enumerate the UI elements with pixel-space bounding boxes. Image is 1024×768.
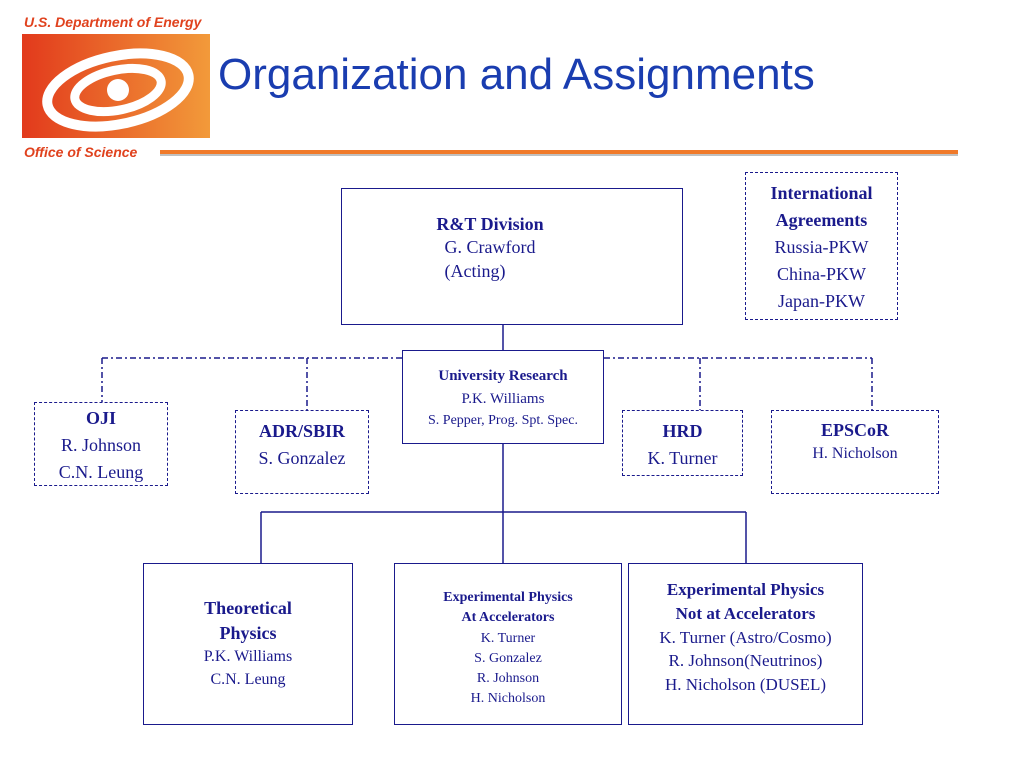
adr-sbir-box: ADR/SBIR S. Gonzalez bbox=[235, 410, 369, 494]
theoretical-physics-box: Theoretical Physics P.K. Williams C.N. L… bbox=[143, 563, 353, 725]
header-rule bbox=[160, 150, 958, 156]
international-line-1: Russia-PKW bbox=[774, 237, 869, 257]
university-head: P.K. Williams bbox=[461, 390, 545, 407]
oji-box: OJI R. Johnson C.N. Leung bbox=[34, 402, 168, 486]
adr-line-1: S. Gonzalez bbox=[258, 448, 346, 468]
theoretical-line-1: P.K. Williams bbox=[203, 648, 293, 666]
epscor-title: EPSCoR bbox=[820, 420, 889, 440]
oji-line-2: C.N. Leung bbox=[58, 462, 144, 482]
exp-acc-line-1: K. Turner bbox=[480, 630, 536, 646]
exp-nonacc-line-3: H. Nicholson (DUSEL) bbox=[664, 675, 826, 695]
theoretical-line-2: C.N. Leung bbox=[210, 670, 286, 688]
oji-title: OJI bbox=[85, 408, 116, 428]
exp-acc-line-3: R. Johnson bbox=[476, 671, 540, 687]
university-staff: S. Pepper, Prog. Spt. Spec. bbox=[428, 413, 578, 428]
rt-division-note: (Acting) bbox=[444, 260, 506, 281]
exp-physics-non-accelerators-box: Experimental Physics Not at Accelerators… bbox=[628, 563, 863, 725]
rt-division-box: R&T Division G. Crawford (Acting) bbox=[341, 188, 683, 325]
office-name: Office of Science bbox=[24, 144, 138, 160]
theoretical-title-1: Theoretical bbox=[204, 598, 292, 618]
theoretical-title-2: Physics bbox=[219, 623, 277, 644]
hrd-box: HRD K. Turner bbox=[622, 410, 743, 476]
exp-physics-accelerators-box: Experimental Physics At Accelerators K. … bbox=[394, 563, 622, 725]
agency-name: U.S. Department of Energy bbox=[24, 14, 202, 30]
exp-acc-line-4: H. Nicholson bbox=[470, 691, 546, 707]
rt-division-head: G. Crawford bbox=[444, 237, 536, 258]
epscor-box: EPSCoR H. Nicholson bbox=[771, 410, 939, 494]
university-title: University Research bbox=[438, 368, 568, 384]
international-title-1: International bbox=[770, 183, 873, 203]
international-line-3: Japan-PKW bbox=[778, 291, 865, 311]
hrd-line-1: K. Turner bbox=[647, 448, 718, 468]
rt-division-title: R&T Division bbox=[436, 214, 544, 234]
international-line-2: China-PKW bbox=[777, 264, 866, 284]
page-title: Organization and Assignments bbox=[218, 50, 815, 99]
university-research-box: University Research P.K. Williams S. Pep… bbox=[402, 350, 604, 444]
exp-nonacc-line-1: K. Turner (Astro/Cosmo) bbox=[659, 627, 832, 647]
hrd-title: HRD bbox=[662, 421, 703, 441]
epscor-line-1: H. Nicholson bbox=[812, 445, 898, 463]
international-title-2: Agreements bbox=[775, 210, 868, 230]
doe-logo-icon bbox=[22, 34, 210, 138]
exp-acc-title-1: Experimental Physics bbox=[443, 590, 573, 605]
exp-nonacc-title-2: Not at Accelerators bbox=[675, 603, 816, 623]
adr-title: ADR/SBIR bbox=[258, 421, 346, 441]
exp-acc-line-2: S. Gonzalez bbox=[474, 650, 542, 666]
oji-line-1: R. Johnson bbox=[60, 435, 141, 455]
exp-nonacc-title-1: Experimental Physics bbox=[666, 580, 825, 599]
international-agreements-box: International Agreements Russia-PKW Chin… bbox=[745, 172, 898, 320]
exp-acc-title-2: At Accelerators bbox=[461, 610, 555, 626]
exp-nonacc-line-2: R. Johnson(Neutrinos) bbox=[668, 651, 823, 671]
